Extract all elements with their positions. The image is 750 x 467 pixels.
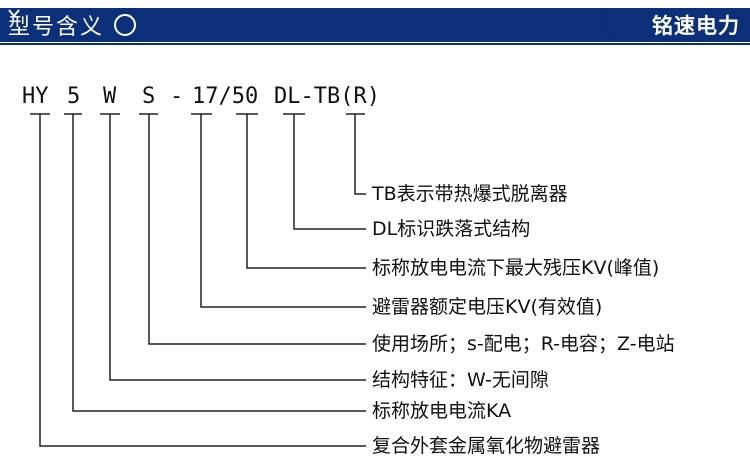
desc-current: 标称放电电流KA [372,400,512,422]
code-part-voltage: 17/50 [192,84,259,109]
brand-name: 铭速电力 [652,14,740,38]
desc-usage: 使用场所；s-配电；R-电容；Z-电站 [372,333,675,355]
model-code: HY 5 W S - 17/50 DL-TB(R) [0,84,750,114]
desc-rated-voltage: 避雷器额定电压KV(有效值) [372,296,603,318]
section-title-text: 型号含义 [8,15,105,40]
section-title: 型号含义 [8,8,137,42]
desc-dl: DL标识跌落式结构 [372,218,531,240]
code-part-current: 5 [67,84,81,109]
code-part-hy: HY [22,84,49,109]
desc-type: 复合外套金属氧化物避雷器 [372,435,601,457]
code-part-dash: - [170,84,184,109]
code-part-structure: W [103,84,117,109]
desc-tb: TB表示带热爆式脱离器 [372,183,568,205]
code-part-usage: S [142,84,156,109]
desc-structure: 结构特征：W-无间隙 [372,369,549,391]
code-part-suffix: DL-TB(R) [274,84,380,109]
header-bar: 型号含义 铭速电力 [0,0,750,50]
chevron-down-circle-icon[interactable] [8,9,137,36]
desc-residual-voltage: 标称放电电流下最大残压KV(峰值) [372,257,660,279]
